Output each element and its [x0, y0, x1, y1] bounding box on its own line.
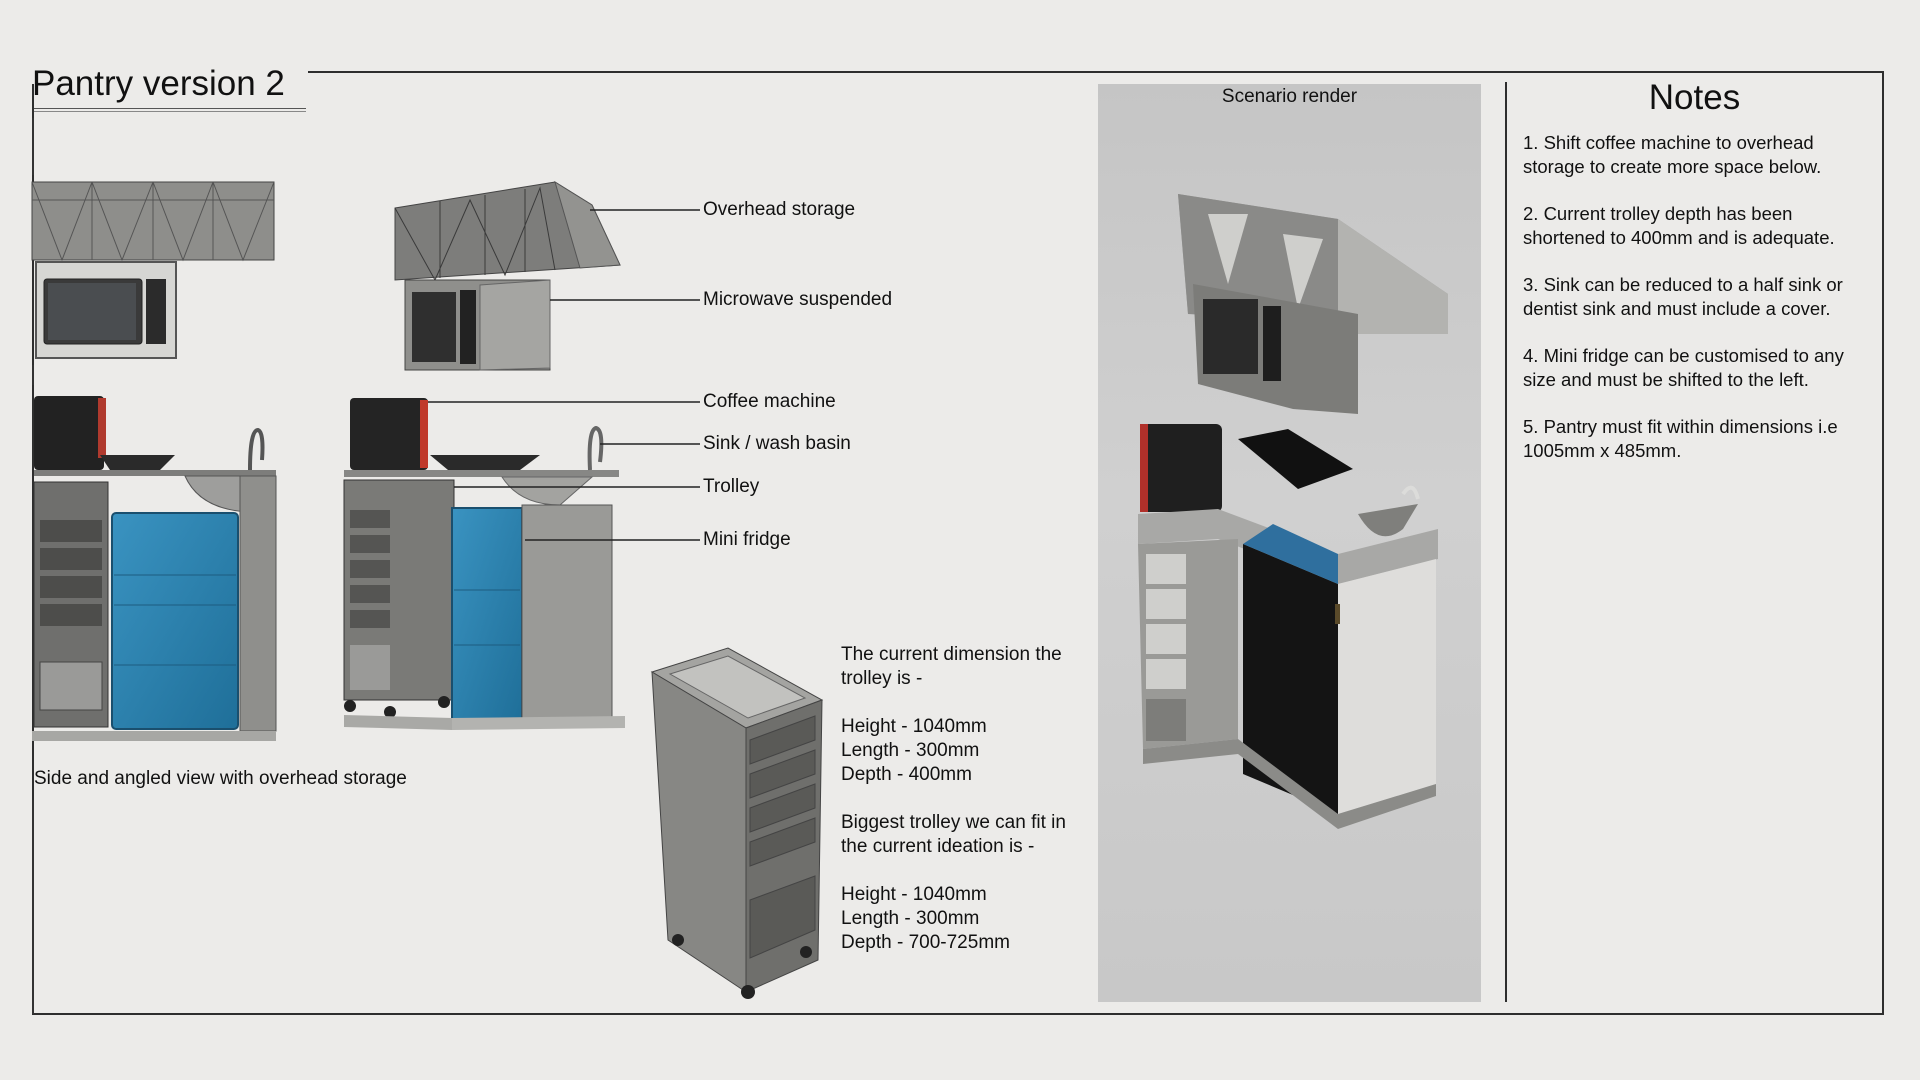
- angled-trolley: [343, 479, 455, 718]
- scenario-render-image: [1138, 194, 1448, 829]
- biggest-depth: Depth - 700-725mm: [841, 932, 1010, 953]
- scenario-render-panel: Scenario render: [1098, 84, 1481, 1002]
- angled-microwave: [404, 279, 551, 371]
- page-title: Pantry version 2: [32, 64, 285, 103]
- current-depth: Depth - 400mm: [841, 764, 972, 785]
- note-item: 1. Shift coffee machine to overhead stor…: [1523, 132, 1822, 177]
- side-coffee-machine: [34, 396, 106, 470]
- title-underline: [34, 108, 306, 112]
- side-trolley: [33, 481, 109, 728]
- label-mini-fridge: Mini fridge: [703, 529, 791, 550]
- side-view-drawing: [31, 118, 277, 1014]
- angled-mini-fridge: [451, 504, 613, 726]
- note-item: 5. Pantry must fit within dimensions i.e…: [1523, 416, 1838, 461]
- view-caption: Side and angled view with overhead stora…: [34, 768, 407, 789]
- side-microwave: [35, 261, 177, 359]
- note-item: 2. Current trolley depth has been shorte…: [1523, 203, 1835, 248]
- current-height: Height - 1040mm: [841, 716, 987, 737]
- notes-title: Notes: [1648, 78, 1741, 117]
- leader-lines: [428, 209, 700, 541]
- layout-frame: [32, 71, 1884, 1015]
- notes-divider: [1505, 82, 1507, 1002]
- side-mini-fridge: [111, 512, 239, 730]
- standalone-trolley: [650, 647, 824, 999]
- label-trolley: Trolley: [703, 476, 760, 497]
- notes-list: 1. Shift coffee machine to overhead stor…: [1523, 131, 1873, 486]
- angled-view-drawing: [343, 180, 625, 730]
- label-sink: Sink / wash basin: [703, 433, 851, 454]
- note-item: 3. Sink can be reduced to a half sink or…: [1523, 274, 1843, 319]
- angled-overhead-storage: [394, 180, 621, 282]
- title-mask: [30, 62, 308, 84]
- render-title: Scenario render: [1221, 86, 1358, 107]
- trolley-dimensions: The current dimension the trolley is - H…: [841, 643, 1091, 955]
- label-coffee-machine: Coffee machine: [703, 391, 836, 412]
- note-item: 4. Mini fridge can be customised to any …: [1523, 345, 1844, 390]
- side-overhead-cabinets: [31, 181, 275, 262]
- biggest-height: Height - 1040mm: [841, 884, 987, 905]
- current-length: Length - 300mm: [841, 740, 980, 761]
- biggest-trolley-heading: Biggest trolley we can fit in the curren…: [841, 812, 1066, 857]
- current-dimension-heading: The current dimension the trolley is -: [841, 644, 1062, 689]
- angled-coffee-machine: [350, 398, 428, 470]
- label-microwave: Microwave suspended: [703, 289, 893, 310]
- label-overhead-storage: Overhead storage: [703, 199, 856, 220]
- biggest-length: Length - 300mm: [841, 908, 980, 929]
